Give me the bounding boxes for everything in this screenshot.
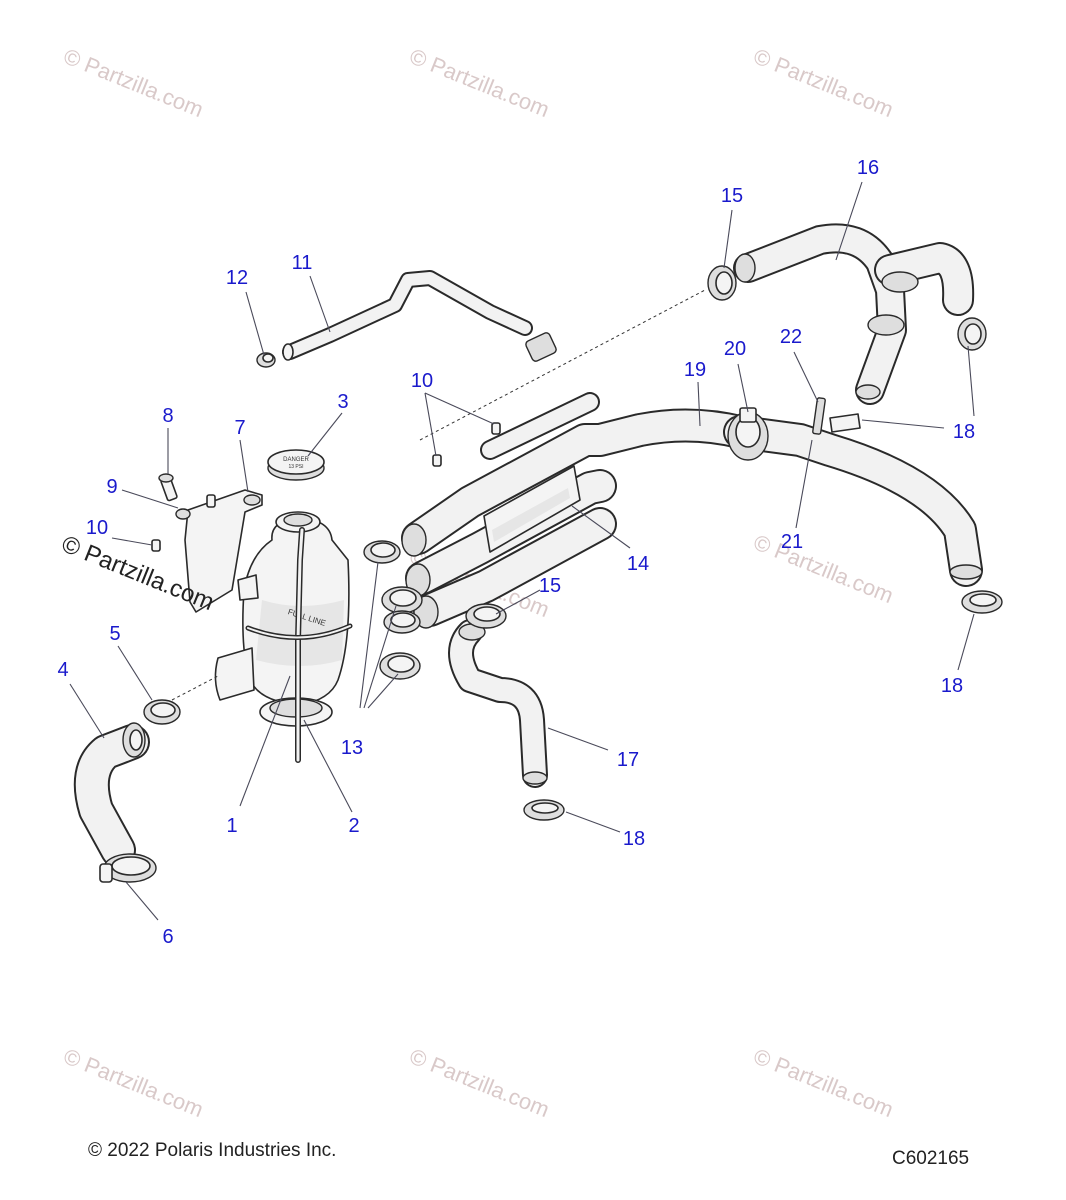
callout-18-right: 18 (941, 675, 963, 697)
diagram-id: C602165 (892, 1148, 970, 1169)
callout-1: 1 (226, 815, 237, 837)
callout-21: 21 (781, 531, 803, 553)
callout-15-middle: 15 (539, 575, 561, 597)
callout-15-top: 15 (721, 185, 743, 207)
callout-5: 5 (109, 623, 120, 645)
alignment-line-left (171, 675, 219, 701)
callout-labels: 12 11 3 10 8 7 9 10 5 4 1 2 6 13 14 15 1… (57, 157, 975, 948)
watermark-2: © Partzilla.com (406, 43, 553, 122)
part-14-pipe-assembly (401, 392, 757, 629)
copyright-footer: © 2022 Polaris Industries Inc. (88, 1140, 337, 1161)
watermark-1: © Partzilla.com (60, 43, 207, 122)
part-17-middle-hose (448, 619, 548, 788)
cap-label-line2: 13 PSI (288, 464, 303, 470)
watermark-8: © Partzilla.com (750, 1043, 897, 1122)
callout-2: 2 (348, 815, 359, 837)
callout-16: 16 (857, 157, 879, 179)
part-11-overflow-hose (282, 270, 557, 362)
part-15-clamp-top (707, 265, 737, 301)
part-4-lower-hose (73, 722, 150, 868)
callout-10-top: 10 (411, 370, 433, 392)
callout-7: 7 (234, 417, 245, 439)
part-18-clamps (523, 317, 1003, 821)
callout-8: 8 (162, 405, 173, 427)
leader-lines (69, 181, 975, 921)
part-2-strap (245, 527, 353, 763)
callout-17: 17 (617, 749, 639, 771)
callout-22: 22 (780, 326, 802, 348)
callout-9: 9 (106, 476, 117, 498)
callout-12: 12 (226, 267, 248, 289)
part-12-clamp (256, 352, 276, 368)
watermark-7: © Partzilla.com (406, 1043, 553, 1122)
cap-label-line1: DANGER (283, 457, 309, 463)
part-6-clamp (99, 853, 157, 883)
callout-19: 19 (684, 359, 706, 381)
watermark-5: © Partzilla.com (750, 529, 897, 608)
part-7-bracket (184, 489, 263, 613)
callout-14: 14 (627, 553, 649, 575)
callout-10-left: 10 (86, 517, 108, 539)
callout-18-upper: 18 (953, 421, 975, 443)
part-right-lower-hose (723, 415, 983, 587)
part-16-upper-hose (733, 223, 975, 405)
part-15-clamp-middle (465, 603, 507, 629)
part-5-clamp (143, 699, 181, 725)
watermark-3: © Partzilla.com (750, 43, 897, 122)
callout-20: 20 (724, 338, 746, 360)
callout-6: 6 (162, 926, 173, 948)
watermark-6: © Partzilla.com (60, 1043, 207, 1122)
part-22-sensor (812, 397, 861, 435)
part-3-pressure-cap: DANGER 13 PSI (267, 449, 325, 481)
part-20-housing (727, 407, 769, 461)
callout-4: 4 (57, 659, 68, 681)
callout-11: 11 (292, 252, 313, 274)
callout-13: 13 (341, 737, 363, 759)
callout-18-bottom: 18 (623, 828, 645, 850)
callout-3: 3 (337, 391, 348, 413)
